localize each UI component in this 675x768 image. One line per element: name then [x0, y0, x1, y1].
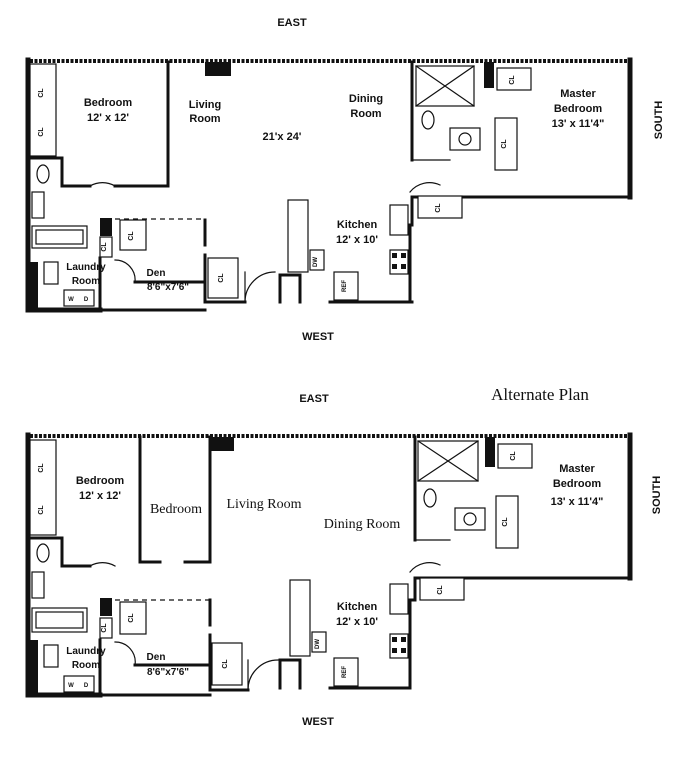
label-living: Living	[189, 99, 221, 111]
label-master-2: Bedroom	[554, 103, 603, 115]
svg-text:CL: CL	[435, 203, 442, 213]
washer-dryer	[63, 289, 95, 307]
svg-text:CL: CL	[502, 517, 509, 527]
label-bedroom-size-alt: 12' x 12'	[79, 490, 121, 502]
fixtures-alt: W D	[31, 440, 486, 693]
label-dining: Dining	[349, 93, 383, 105]
refrigerator	[333, 271, 359, 301]
doors-alt	[89, 562, 441, 691]
compass-west: WEST	[302, 331, 334, 343]
label-den-alt: Den	[147, 652, 166, 663]
compass-west-alt: WEST	[302, 716, 334, 728]
exterior-walls-alt	[25, 432, 633, 698]
label-laundry: Laundry	[66, 262, 106, 273]
compass-east: EAST	[277, 17, 307, 29]
label-den: Den	[147, 268, 166, 279]
kitchen-island	[287, 199, 309, 273]
closets: CL CL CL CL CL CL CL CL	[29, 63, 532, 299]
compass-east-alt: EAST	[299, 393, 329, 405]
label-kitchen: Kitchen	[337, 219, 378, 231]
room-labels: Bedroom 12' x 12' Living Room 21'x 24' D…	[66, 88, 604, 293]
svg-text:D: D	[84, 297, 89, 303]
label-bedroom: Bedroom	[84, 97, 133, 109]
label-master-2-alt: Bedroom	[553, 478, 602, 490]
label-master-size: 13' x 11'4"	[552, 118, 605, 130]
svg-text:REF: REF	[342, 666, 348, 678]
svg-text:CL: CL	[222, 659, 229, 669]
fixtures: W D	[31, 65, 481, 307]
svg-text:CL: CL	[218, 273, 225, 283]
svg-text:D: D	[84, 683, 89, 689]
doors	[89, 182, 441, 303]
floor-plan-alternate: Alternate Plan EAST WEST SOUTH	[25, 385, 663, 728]
closets-alt: CL CL CL CL CL CL CL CL	[29, 439, 533, 686]
floor-plan-primary: EAST WEST SOUTH	[25, 17, 665, 343]
interior-walls-alt	[26, 435, 495, 697]
svg-text:CL: CL	[38, 127, 45, 137]
svg-text:CL: CL	[101, 242, 108, 252]
label-laundry-2-alt: Room	[72, 660, 100, 671]
kitchen-fixtures-alt: DW REF	[289, 579, 409, 687]
svg-text:CL: CL	[510, 451, 517, 461]
compass-south-alt: SOUTH	[651, 476, 663, 515]
label-master-size-alt: 13' x 11'4"	[551, 496, 604, 508]
svg-text:CL: CL	[501, 139, 508, 149]
label-kitchen-size: 12' x 10'	[336, 234, 378, 246]
compass-south: SOUTH	[653, 101, 665, 140]
label-laundry-2: Room	[72, 276, 100, 287]
svg-text:DW: DW	[313, 257, 319, 267]
svg-text:CL: CL	[437, 585, 444, 595]
interior-walls	[26, 60, 494, 312]
label-bedroom2-alt: Bedroom	[150, 502, 202, 517]
svg-text:W: W	[68, 297, 74, 303]
svg-text:CL: CL	[128, 231, 135, 241]
label-master: Master	[560, 88, 596, 100]
label-kitchen-size-alt: 12' x 10'	[336, 616, 378, 628]
label-living-2: Room	[189, 113, 220, 125]
label-den-size-alt: 8'6"x7'6"	[147, 667, 189, 678]
label-kitchen-alt: Kitchen	[337, 601, 378, 613]
alternate-plan-title: Alternate Plan	[491, 385, 589, 404]
toilet	[36, 164, 50, 184]
sink-counter	[389, 204, 409, 236]
label-den-size: 8'6"x7'6"	[147, 282, 189, 293]
kitchen-fixtures: DW REF	[287, 199, 409, 301]
svg-text:CL: CL	[101, 623, 108, 633]
label-laundry-alt: Laundry	[66, 646, 106, 657]
label-dining-2: Room	[350, 108, 381, 120]
label-master-alt: Master	[559, 463, 595, 475]
vanity	[31, 191, 45, 219]
exterior-walls	[25, 57, 633, 313]
svg-text:W: W	[68, 683, 74, 689]
svg-text:CL: CL	[38, 505, 45, 515]
label-bedroom-alt: Bedroom	[76, 475, 125, 487]
label-living-alt: Living Room	[226, 497, 301, 512]
label-living-size: 21'x 24'	[263, 131, 302, 143]
svg-text:CL: CL	[38, 463, 45, 473]
svg-text:REF: REF	[342, 280, 348, 292]
svg-text:CL: CL	[509, 75, 516, 85]
svg-text:DW: DW	[315, 639, 321, 649]
room-labels-alt: Bedroom 12' x 12' Bedroom Living Room Di…	[66, 463, 603, 678]
label-dining-alt: Dining Room	[324, 517, 401, 532]
label-bedroom-size: 12' x 12'	[87, 112, 129, 124]
svg-text:CL: CL	[38, 88, 45, 98]
svg-text:CL: CL	[128, 613, 135, 623]
